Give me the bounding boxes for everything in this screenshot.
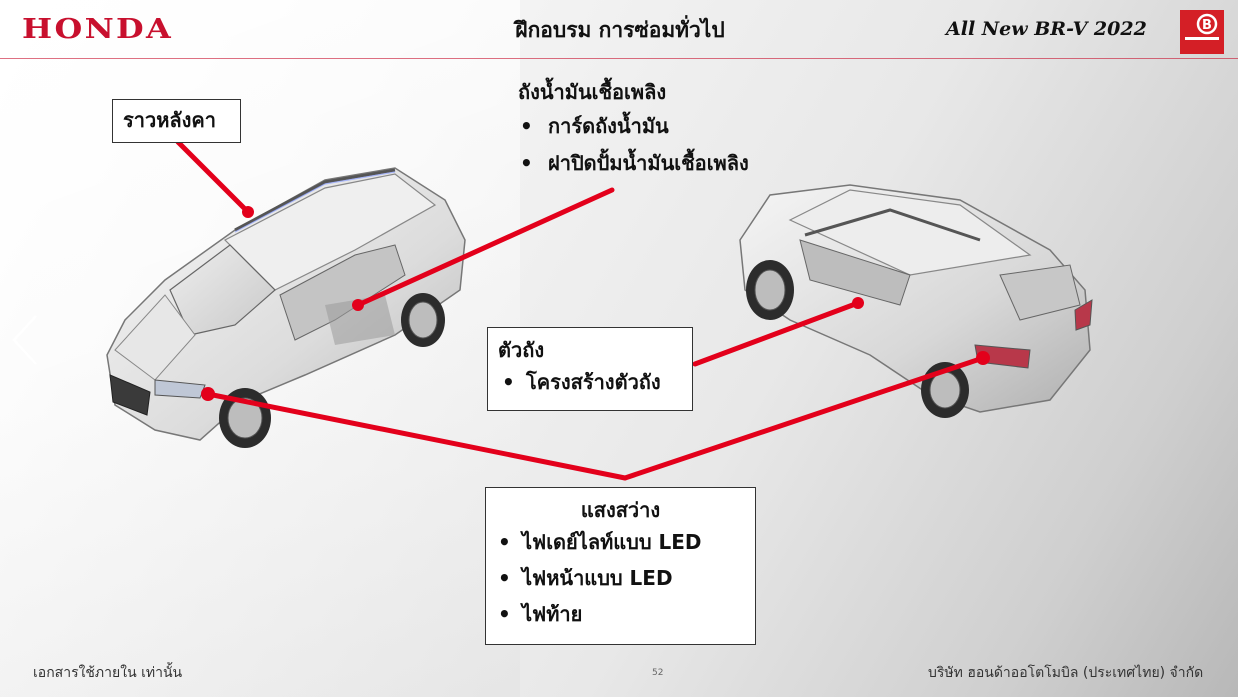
fuel-tank-title: ถังน้ำมันเชื้อเพลิง [518,80,667,104]
lighting-list: ไฟเดย์ไลท์แบบ LED ไฟหน้าแบบ LED ไฟท้าย [494,524,755,632]
chevron-left-icon[interactable] [10,312,40,368]
b-badge-icon: B [1180,10,1224,54]
footer-company: บริษัท ฮอนด้าออโตโมบิล (ประเทศไทย) จำกัด [928,665,1204,681]
body-title: ตัวถัง [498,338,545,362]
fuel-tank-label: ถังน้ำมันเชื้อเพลิง การ์ดถังน้ำมัน ฝาปิด… [518,76,818,182]
slide-title: ฝึกอบรม การซ่อมทั่วไป [515,18,725,42]
car-rear-view-image [739,184,1093,418]
honda-logo: HONDA [22,14,174,45]
lighting-label-box: แสงสว่าง ไฟเดย์ไลท์แบบ LED ไฟหน้าแบบ LED… [485,487,756,645]
car-front-view-image [106,167,466,448]
list-item: ไฟท้าย [494,596,755,632]
footer-internal-note: เอกสารใช้ภายใน เท่านั้น [33,665,183,681]
slide-header: HONDA ฝึกอบรม การซ่อมทั่วไป All New BR-V… [0,0,1238,58]
list-item: ไฟเดย์ไลท์แบบ LED [494,524,755,560]
list-item: ไฟหน้าแบบ LED [494,560,755,596]
lighting-title: แสงสว่าง [580,498,661,522]
list-item: ฝาปิดปั้มน้ำมันเชื้อเพลิง [518,145,818,182]
model-name: All New BR-V 2022 [946,18,1147,40]
list-item: การ์ดถังน้ำมัน [518,108,818,145]
roof-rail-label-box: ราวหลังคา [112,99,241,143]
header-divider [0,58,1238,59]
list-item: โครงสร้างตัวถัง [498,364,692,400]
svg-text:B: B [1202,18,1212,33]
body-label-box: ตัวถัง โครงสร้างตัวถัง [487,327,693,411]
roof-rail-label: ราวหลังคา [123,108,217,132]
page-number: 52 [652,668,664,678]
body-list: โครงสร้างตัวถัง [498,364,692,400]
fuel-tank-list: การ์ดถังน้ำมัน ฝาปิดปั้มน้ำมันเชื้อเพลิง [518,108,818,182]
